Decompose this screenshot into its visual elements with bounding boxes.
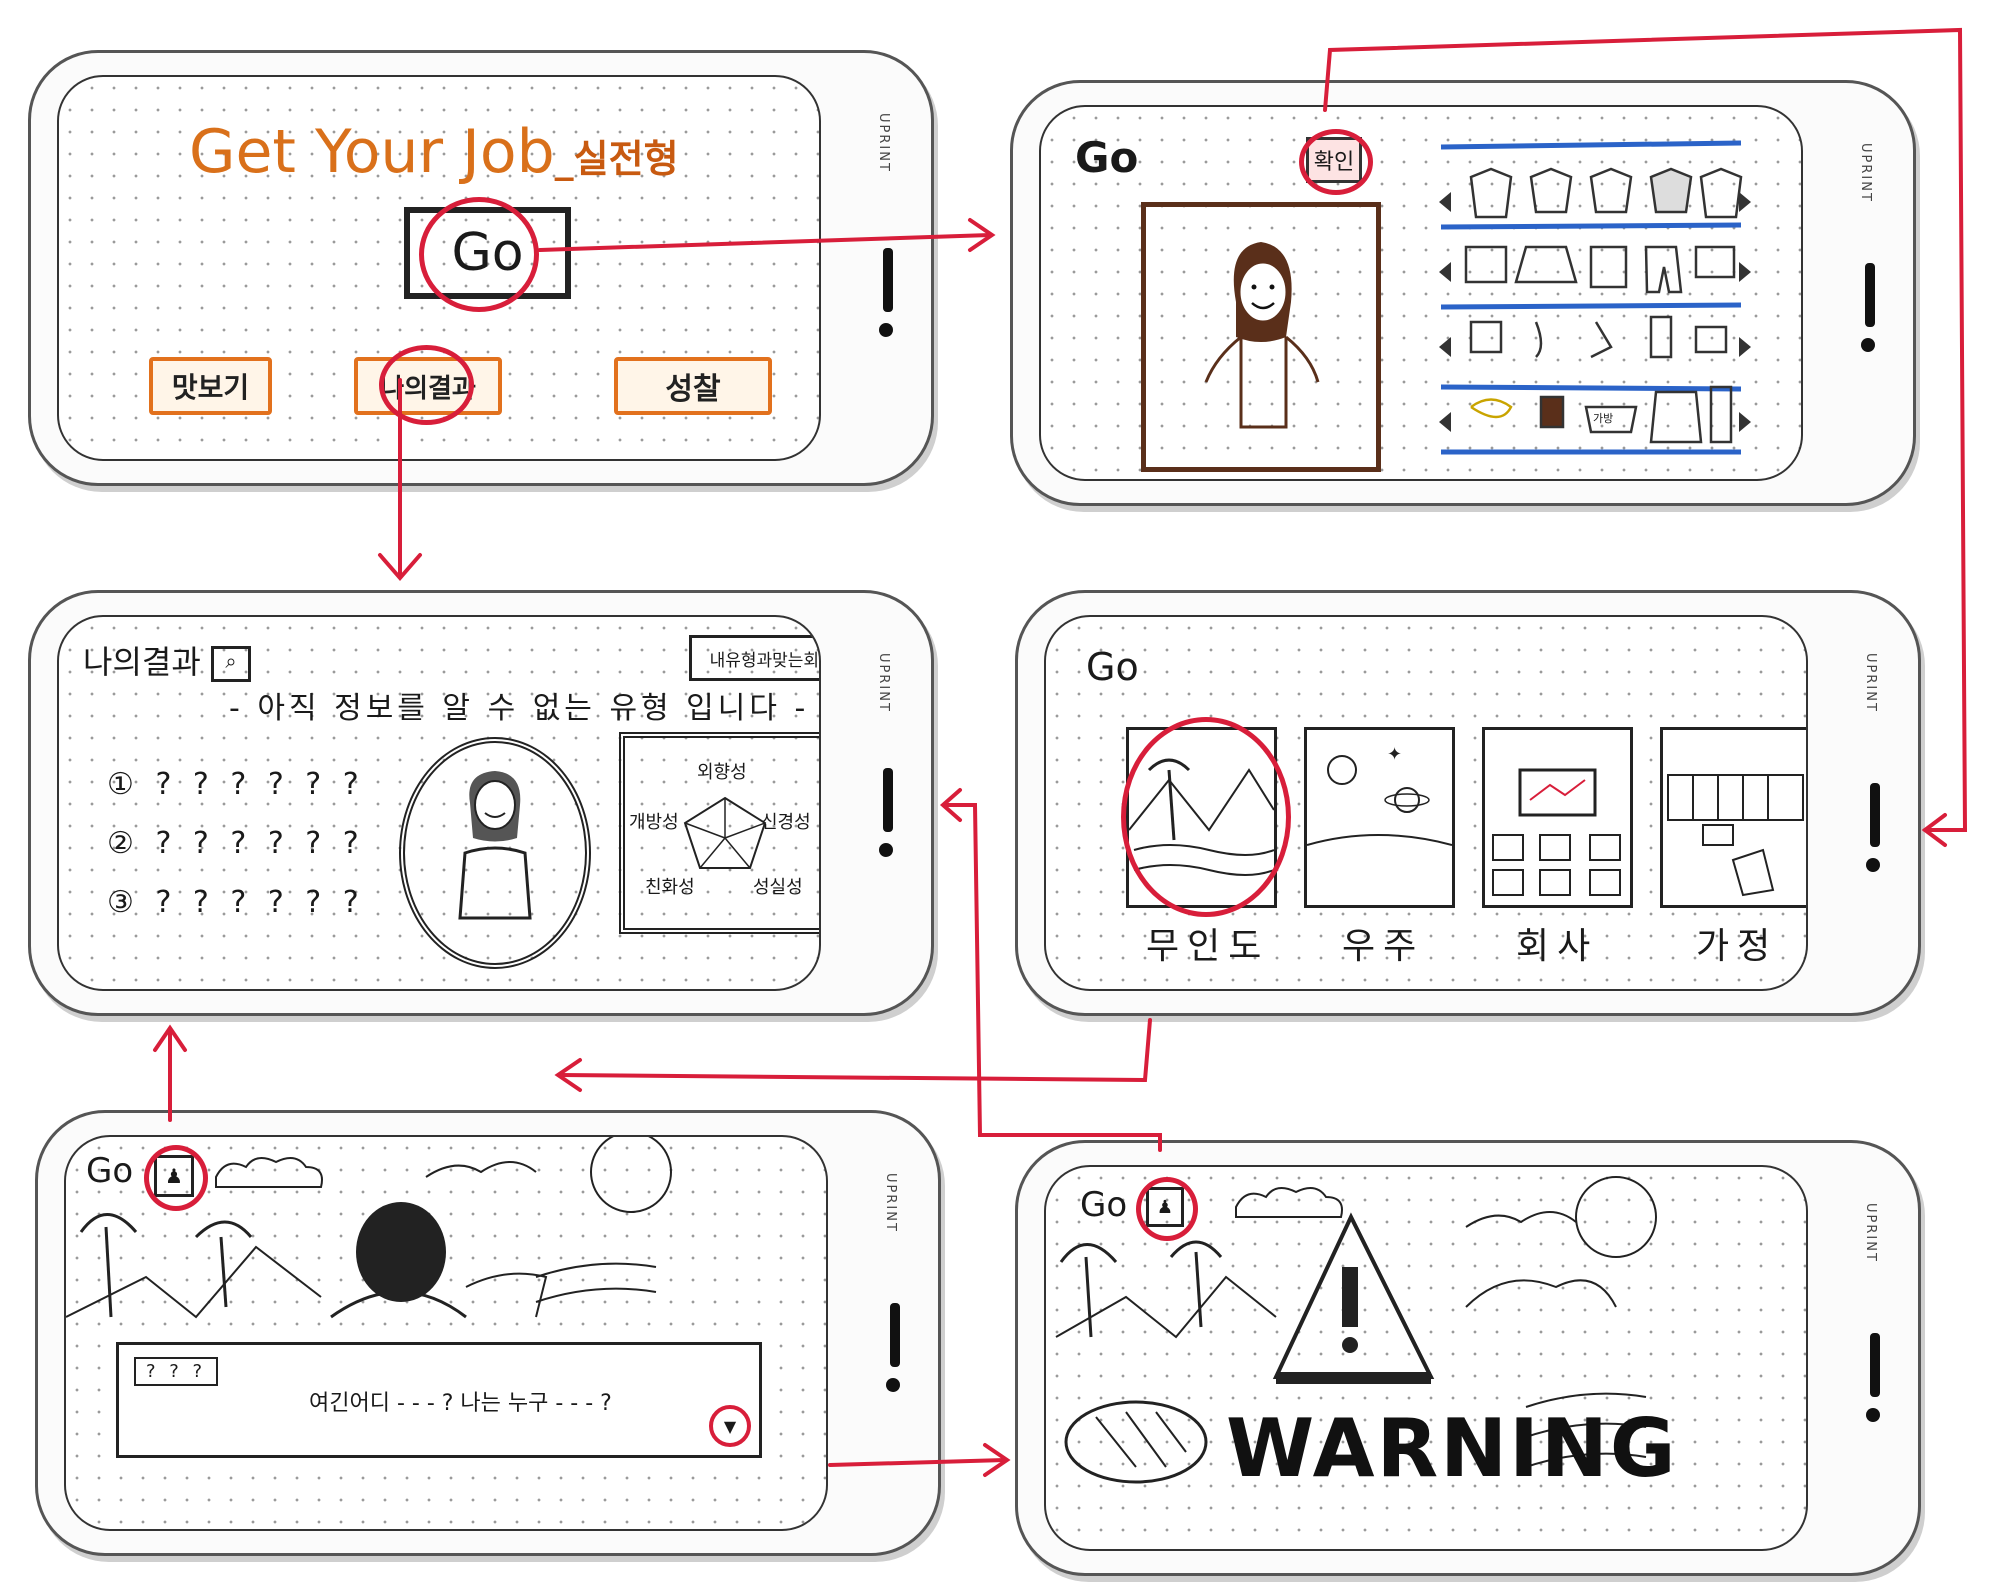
place-label-space: 우주 [1342,926,1425,967]
bag-label: 가방 [1593,412,1614,425]
trait-row-marks: ? ? ? ? ? ? [155,767,365,802]
reflection-button-label: 성찰 [665,372,721,407]
phone-screen-home: Get Your Job_실전형 Go 맛보기 나의결과 성찰 UPRINT [28,50,934,486]
dialog-box: ? ? ? 여긴어디 - - - ? 나는 누구 - - - ? ▼ [116,1342,762,1458]
trait-row: ① ? ? ? ? ? ? [107,767,365,802]
camera-dot [1866,858,1880,872]
brand-label: UPRINT [1863,653,1878,713]
brand-label: UPRINT [876,113,891,173]
trait-row-marks: ? ? ? ? ? ? [155,826,365,861]
app-title: Get Your Job_실전형 [189,117,679,187]
speaker-bar [1870,783,1880,847]
island-highlight-circle [1121,717,1291,917]
radar-label-neuroticism: 신경성 [761,812,811,833]
go-label[interactable]: Go [1080,1185,1128,1225]
camera-dot [1866,1408,1880,1422]
go-highlight-circle [419,197,539,312]
speaker-bar [890,1303,900,1367]
confirm-highlight-circle [1299,129,1373,195]
screen-place: Go ✦ [1044,615,1808,991]
preview-button-label: 맛보기 [171,371,250,404]
place-label-home: 가정 [1696,926,1779,967]
trait-row-number: ② [107,826,134,861]
trait-rows: ① ? ? ? ? ? ? ② ? ? ? ? ? ? ③ ? ? ? ? ? … [107,767,365,920]
place-label-island: 무인도 [1146,926,1270,967]
avatar-oval [399,737,591,969]
trait-row: ③ ? ? ? ? ? ? [107,885,365,920]
trait-row-marks: ? ? ? ? ? ? [155,885,365,920]
radar-label-extraversion: 외향성 [697,762,747,783]
brand-label: UPRINT [1858,143,1873,203]
warning-text: WARNING [1226,1402,1678,1495]
go-label[interactable]: Go [1075,133,1139,182]
screen-warning: Go ♟ WARNING [1044,1165,1808,1551]
radar-label-agreeableness: 친화성 [645,877,695,898]
home-icon [1667,774,1804,897]
place-card-space[interactable]: ✦ [1304,727,1455,908]
planet-icon: ✦ [1306,744,1453,846]
my-result-highlight-circle [379,345,474,425]
screen-result: 나의결과 ⌕ 내유형과맞는회사는? - 아직 정보를 알 수 없는 유형 입니다… [57,615,821,991]
phone-screen-warning: Go ♟ WARNING UPRINT [1015,1140,1921,1576]
speaker-bar [883,248,893,312]
avatar-frame [1141,202,1381,472]
speaker-name-box: ? ? ? [134,1357,219,1386]
result-title-text: 나의결과 [83,643,201,681]
profile-highlight-circle [144,1145,208,1211]
screen-home: Get Your Job_실전형 Go 맛보기 나의결과 성찰 [57,75,821,461]
personality-radar: 외향성 개방성 신경성 친화성 성실성 [619,732,819,934]
phone-screen-closet: Go 확인 [1010,80,1916,506]
camera-dot [879,843,893,857]
brand-label: UPRINT [883,1173,898,1233]
phone-screen-island-story: Go ♟ ? ? ? 여긴어디 - - - ? 나는 누구 - - - ? ▼ … [35,1110,941,1556]
svg-text:✦: ✦ [1387,744,1402,765]
place-label-company: 회사 [1516,926,1599,967]
speaker-bar [1870,1333,1880,1397]
company-match-label: 내유형과맞는회사는? [709,650,820,671]
place-card-company[interactable] [1482,727,1633,908]
company-match-button[interactable]: 내유형과맞는회사는? [689,635,820,681]
screen-closet: Go 확인 [1039,105,1803,481]
phone-screen-place: Go ✦ [1015,590,1921,1016]
office-icon [1492,768,1621,896]
result-subtitle: - 아직 정보를 알 수 없는 유형 입니다 - [229,691,810,726]
camera-dot [886,1378,900,1392]
camera-dot [1861,338,1875,352]
place-card-home[interactable] [1660,727,1806,908]
phone-screen-result: 나의결과 ⌕ 내유형과맞는회사는? - 아직 정보를 알 수 없는 유형 입니다… [28,590,934,1016]
avatar-figure [458,771,532,920]
trait-row: ② ? ? ? ? ? ? [107,826,365,861]
app-title-suffix: _실전형 [554,137,679,181]
result-title: 나의결과 ⌕ [83,637,251,683]
profile-highlight-circle [1136,1177,1198,1241]
speaker-bar [1865,263,1875,327]
speaker-bar [883,768,893,832]
trait-row-number: ① [107,767,134,802]
camera-dot [879,323,893,337]
avatar-figure [1204,242,1320,429]
screen-island-story: Go ♟ ? ? ? 여긴어디 - - - ? 나는 누구 - - - ? ▼ [64,1135,828,1531]
radar-label-openness: 개방성 [629,812,679,833]
magnifier-icon[interactable]: ⌕ [210,646,251,682]
app-title-main: Get Your Job [189,117,555,187]
dialog-text: 여긴어디 - - - ? 나는 누구 - - - ? [309,1391,612,1416]
next-arrow-button[interactable]: ▼ [709,1405,751,1447]
trait-row-number: ③ [107,885,134,920]
go-label[interactable]: Go [86,1151,134,1191]
brand-label: UPRINT [1863,1203,1878,1263]
radar-label-conscientiousness: 성실성 [753,877,803,898]
go-label[interactable]: Go [1086,645,1139,689]
radar-chart-pentagon [683,796,767,869]
brand-label: UPRINT [876,653,891,713]
preview-button[interactable]: 맛보기 [149,357,272,415]
reflection-button[interactable]: 성찰 [614,357,772,415]
